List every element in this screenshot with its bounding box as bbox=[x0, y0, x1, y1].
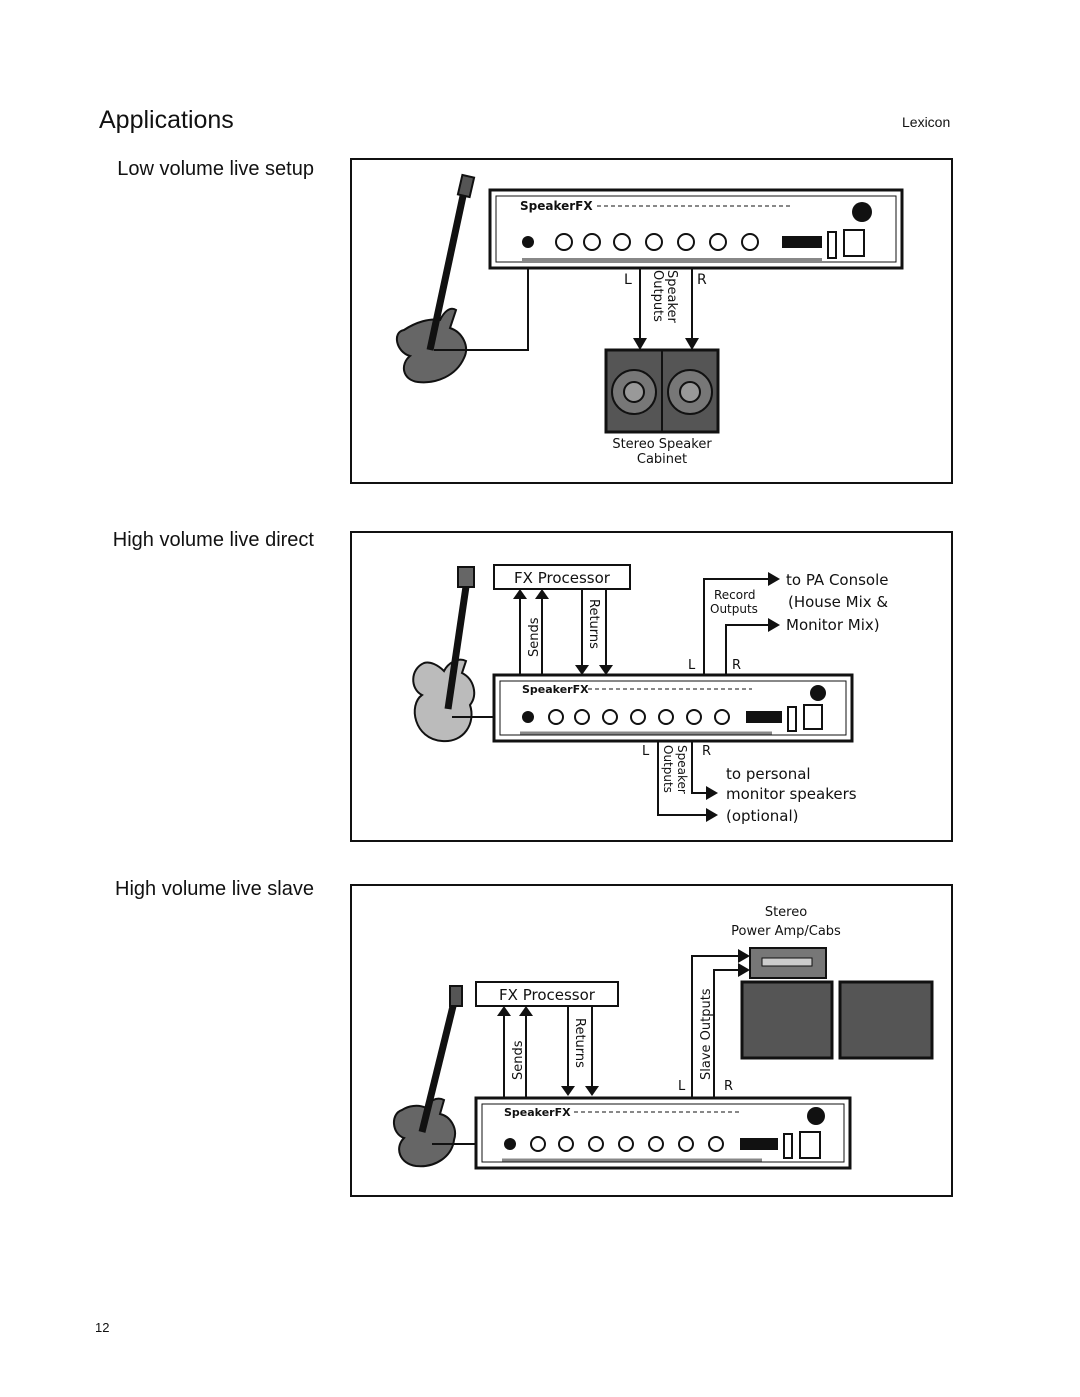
label-speaker: Speaker bbox=[664, 270, 679, 324]
record-label-2: Outputs bbox=[710, 602, 758, 616]
svg-text:SpeakerFX: SpeakerFX bbox=[520, 199, 593, 213]
slave-left-label: L bbox=[678, 1079, 686, 1094]
svg-text:SpeakerFX: SpeakerFX bbox=[522, 683, 589, 696]
rack-unit: SpeakerFX bbox=[488, 188, 904, 270]
fx-processor-box bbox=[493, 564, 631, 590]
speaker-cabinet-icon bbox=[604, 348, 720, 434]
sends-label: Sends bbox=[527, 617, 542, 657]
record-label-1: Record bbox=[714, 588, 755, 602]
pa-label-2: (House Mix & bbox=[788, 593, 888, 611]
pa-label-1: to PA Console bbox=[786, 571, 889, 589]
sends-label: Sends bbox=[511, 1040, 526, 1080]
label-left: L bbox=[624, 272, 632, 288]
returns-label: Returns bbox=[586, 599, 601, 649]
fx-processor-label: FX Processor bbox=[499, 986, 596, 1004]
label-outputs: Outputs bbox=[650, 270, 665, 322]
speaker-left-label: L bbox=[642, 744, 650, 759]
speaker-outputs-label-1: Speaker bbox=[675, 745, 689, 794]
guitar-icon bbox=[412, 566, 476, 743]
monitor-label-3: (optional) bbox=[726, 807, 799, 825]
label-right: R bbox=[697, 272, 707, 288]
diagram-low-volume-setup: SpeakerFX L R Speaker Outputs Stereo Spe… bbox=[350, 158, 953, 484]
slave-right-label: R bbox=[724, 1079, 733, 1094]
slave-outputs-label: Slave Outputs bbox=[699, 988, 714, 1080]
guitar-icon bbox=[393, 985, 463, 1168]
caption-low-volume: Low volume live setup bbox=[117, 158, 314, 180]
amp-label-1: Stereo bbox=[765, 905, 807, 920]
speaker-right-label: R bbox=[702, 744, 711, 759]
svg-text:SpeakerFX: SpeakerFX bbox=[504, 1106, 571, 1119]
record-right-label: R bbox=[732, 658, 741, 673]
brand-name: Lexicon bbox=[902, 114, 951, 130]
record-left-label: L bbox=[688, 658, 696, 673]
diagram-high-volume-direct: FX Processor Sends Returns SpeakerFX L R… bbox=[350, 531, 953, 842]
caption-high-volume-slave: High volume live slave bbox=[115, 878, 314, 900]
rack-unit: SpeakerFX bbox=[492, 673, 854, 743]
rack-unit: SpeakerFX bbox=[474, 1096, 852, 1170]
caption-high-volume-direct: High volume live direct bbox=[112, 529, 314, 551]
monitor-label-1: to personal bbox=[726, 765, 811, 783]
speaker-outputs-label-2: Outputs bbox=[661, 745, 675, 793]
guitar-icon bbox=[395, 173, 476, 384]
amp-label-2: Power Amp/Cabs bbox=[731, 924, 841, 939]
cabinet-label-2: Cabinet bbox=[637, 452, 687, 467]
cabinet-label-1: Stereo Speaker bbox=[612, 437, 712, 452]
page-number: 12 bbox=[95, 1320, 110, 1335]
fx-processor-label: FX Processor bbox=[514, 569, 611, 587]
pa-label-3: Monitor Mix) bbox=[786, 616, 880, 634]
page-title: Applications bbox=[99, 106, 234, 134]
monitor-label-2: monitor speakers bbox=[726, 785, 857, 803]
diagram-high-volume-slave: Stereo Power Amp/Cabs Slave Outputs L R … bbox=[350, 884, 953, 1197]
returns-label: Returns bbox=[572, 1018, 587, 1068]
power-amp-cabinets-icon bbox=[740, 947, 934, 1060]
fx-processor-box bbox=[475, 981, 619, 1007]
